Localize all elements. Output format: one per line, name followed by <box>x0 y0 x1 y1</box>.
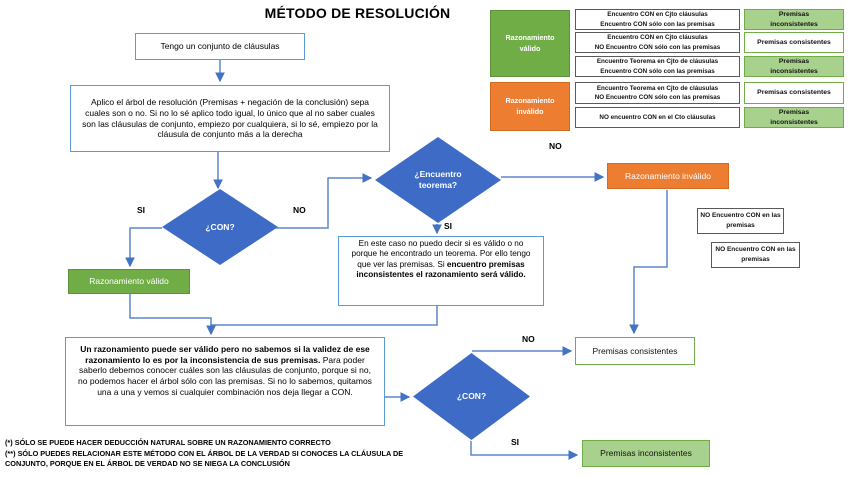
apply-resolution-node: Aplico el árbol de resolución (Premisas … <box>70 85 390 152</box>
razonamiento-valido-node: Razonamiento válido <box>68 269 190 294</box>
legend-result: Premisas inconsistentes <box>744 9 844 30</box>
legend-cond-line: Encuentro Teorema en Cjto de cláusulas <box>596 84 719 92</box>
label-si-teorema: SI <box>444 221 453 231</box>
decision-con-top: ¿CON? <box>162 189 278 265</box>
premisas-inconsistentes-node: Premisas inconsistentes <box>582 440 710 467</box>
validez-note-normal: Para poder saberlo debemos conocer cuále… <box>78 354 372 397</box>
validez-note-bold: Un razonamiento puede ser válido pero no… <box>80 344 370 365</box>
legend-condition-row: NO encuentro CON en el Cto cláusulas <box>575 107 740 128</box>
teorema-note-bold: encuentro premisas inconsistentes el raz… <box>356 259 526 279</box>
footnote-1: (*) SÓLO SE PUEDE HACER DEDUCCIÓN NATURA… <box>5 438 331 447</box>
legend-result: Premisas inconsistentes <box>744 56 844 77</box>
legend-result: Premisas consistentes <box>744 82 844 104</box>
label-no-teorema: NO <box>549 141 562 151</box>
legend-cond-line: NO Encuentro CON sólo con las premisas <box>594 94 721 101</box>
label-si-top: SI <box>137 205 146 215</box>
legend-valid-group: Razonamiento válido <box>490 10 570 77</box>
teorema-note-normal: En este caso no puedo decir si es válido… <box>351 239 531 269</box>
legend-cond-line: Encuentro Teorema en Cjto de cláusulas <box>596 58 719 66</box>
legend-result: Premisas consistentes <box>744 32 844 53</box>
teorema-note: En este caso no puedo decir si es válido… <box>338 236 544 306</box>
legend-condition-row: Encuentro CON en Cjto cláusulas Encuentr… <box>575 9 740 30</box>
label-no-bottom: NO <box>522 334 535 344</box>
no-encuentro-note-1: NO Encuentro CON en las premisas <box>697 208 784 234</box>
legend-condition-row: Encuentro Teorema en Cjto de cláusulas N… <box>575 82 740 104</box>
razonamiento-invalido-node: Razonamiento inválido <box>607 163 729 189</box>
legend-result: Premisas inconsistentes <box>744 107 844 128</box>
legend-cond-line: Encuentro CON sólo con las premisas <box>600 67 715 75</box>
label-no-top: NO <box>293 205 306 215</box>
legend-cond-line: Encuentro CON sólo con las premisas <box>600 20 715 28</box>
validez-note: Un razonamiento puede ser válido pero no… <box>65 337 385 426</box>
legend-invalid-group: Razonamiento inválido <box>490 82 570 131</box>
premisas-consistentes-node: Premisas consistentes <box>575 337 695 365</box>
decision-con-bottom: ¿CON? <box>413 353 530 440</box>
decision-teorema: ¿Encuentro teorema? <box>375 137 501 223</box>
legend-cond-line: Encuentro CON en Cjto cláusulas <box>607 11 708 19</box>
legend-cond-line: NO Encuentro CON sólo con las premisas <box>594 43 721 51</box>
label-si-bottom: SI <box>511 437 520 447</box>
start-node: Tengo un conjunto de cláusulas <box>135 33 305 60</box>
legend-condition-row: Encuentro Teorema en Cjto de cláusulas E… <box>575 56 740 77</box>
legend-cond-line: NO encuentro CON en el Cto cláusulas <box>599 113 716 121</box>
footnote-2: (**) SÓLO PUEDES RELACIONAR ESTE MÉTODO … <box>5 448 404 469</box>
legend-condition-row: Encuentro CON en Cjto cláusulas NO Encue… <box>575 32 740 53</box>
legend-cond-line: Encuentro CON en Cjto cláusulas <box>607 34 708 42</box>
no-encuentro-note-2: NO Encuentro CON en las premisas <box>711 242 800 268</box>
page-title: MÉTODO DE RESOLUCIÓN <box>264 5 451 21</box>
footnotes: (*) SÓLO SE PUEDE HACER DEDUCCIÓN NATURA… <box>5 438 429 470</box>
